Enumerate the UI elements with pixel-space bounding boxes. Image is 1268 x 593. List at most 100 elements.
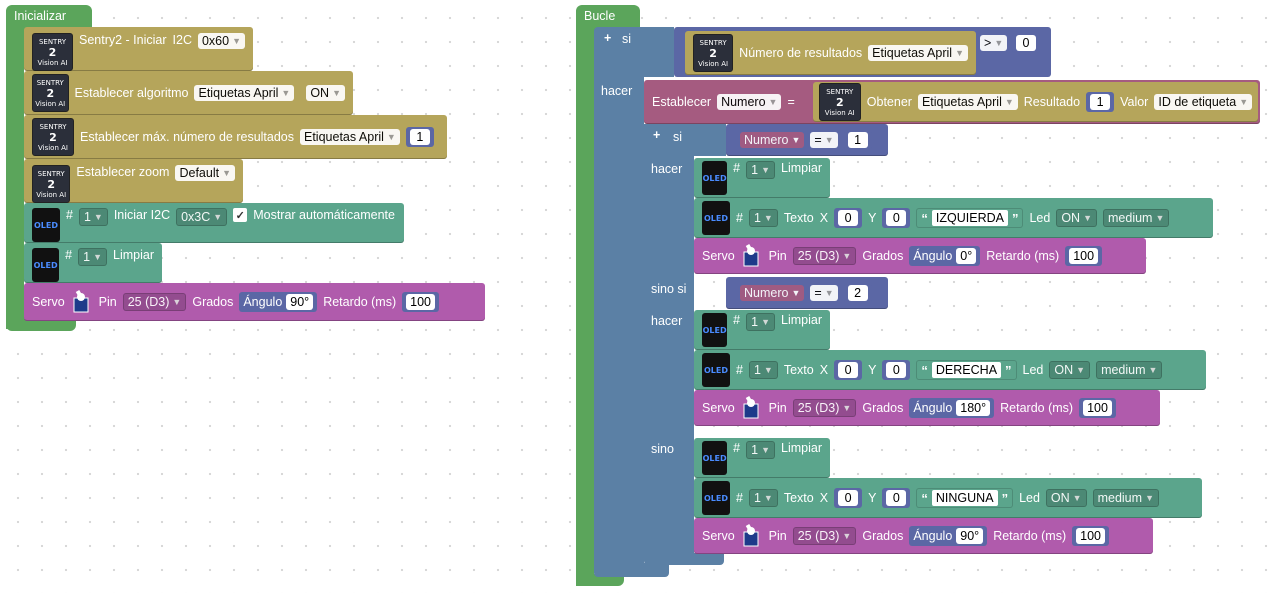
inner-operator-dropdown[interactable]: =▼	[810, 132, 838, 148]
inner-number-chip[interactable]: 1	[843, 130, 872, 150]
oled-id-dropdown[interactable]: 1▼	[78, 208, 108, 226]
oled-clear-block[interactable]: OLED # 1▼ Limpiar	[694, 438, 830, 478]
delay-value[interactable]: 100	[1076, 528, 1105, 544]
oled-id-dropdown[interactable]: 1▼	[78, 248, 107, 266]
oled-id-dropdown[interactable]: 1▼	[746, 313, 775, 331]
elseif-number-chip[interactable]: 2	[843, 283, 872, 303]
oled-clear-block[interactable]: OLED # 1▼ Limpiar	[694, 158, 830, 198]
max-results-number-chip[interactable]: 1	[405, 127, 434, 147]
pin-dropdown[interactable]: 25 (D3)▼	[122, 293, 187, 311]
text-string-block[interactable]: “DERECHA”	[916, 360, 1017, 380]
text-value[interactable]: IZQUIERDA	[931, 210, 1008, 226]
elseif-compare-value[interactable]: 2	[847, 285, 868, 301]
compare-operator-dropdown[interactable]: >▼	[980, 35, 1008, 51]
text-string-block[interactable]: “NINGUNA”	[916, 488, 1014, 508]
inner-compare-value[interactable]: 1	[847, 132, 868, 148]
angle-value[interactable]: 90°	[286, 294, 314, 310]
variable-dropdown[interactable]: Numero▼	[717, 94, 782, 110]
text-string-block[interactable]: “IZQUIERDA”	[916, 208, 1024, 228]
inner-variable-dropdown[interactable]: Numero▼	[740, 132, 805, 148]
pin-dropdown[interactable]: 25 (D3)▼	[792, 399, 857, 417]
zoom-dropdown[interactable]: Default▼	[175, 165, 235, 181]
pin-dropdown[interactable]: 25 (D3)▼	[792, 527, 857, 545]
text-value[interactable]: DERECHA	[931, 362, 1002, 378]
compare-value[interactable]: 0	[1016, 35, 1036, 51]
delay-chip[interactable]: 100	[1072, 526, 1109, 546]
size-dropdown[interactable]: medium▼	[1096, 361, 1163, 379]
oled-init-block[interactable]: OLED # 1▼ Iniciar I2C 0x3C▼ ✓ Mostrar au…	[24, 203, 404, 243]
compare-number-chip[interactable]: 0	[1012, 33, 1040, 53]
algorithm-dropdown[interactable]: Etiquetas April▼	[194, 85, 295, 101]
oled-clear-block[interactable]: OLED # 1▼ Limpiar	[24, 243, 162, 283]
pin-dropdown[interactable]: 25 (D3)▼	[792, 247, 857, 265]
angle-value[interactable]: 180°	[956, 400, 991, 416]
delay-value[interactable]: 100	[1069, 248, 1099, 264]
value-dropdown[interactable]: ID de etiqueta▼	[1154, 94, 1253, 110]
angle-value[interactable]: 90°	[956, 528, 984, 544]
max-results-algorithm-dropdown[interactable]: Etiquetas April▼	[300, 129, 400, 145]
delay-chip[interactable]: 100	[1079, 398, 1116, 418]
led-dropdown[interactable]: ON▼	[1049, 361, 1091, 379]
y-value[interactable]: 0	[886, 210, 907, 226]
oled-text-block[interactable]: OLED # 1▼ Texto X 0 Y 0 “IZQUIERDA” Led …	[694, 198, 1213, 238]
result-count-algorithm-dropdown[interactable]: Etiquetas April▼	[868, 45, 968, 61]
x-value[interactable]: 0	[838, 490, 859, 506]
delay-value[interactable]: 100	[406, 294, 435, 310]
inner-compare-block[interactable]: Numero▼ =▼ 1	[726, 124, 888, 156]
y-chip[interactable]: 0	[882, 360, 911, 380]
inner-if-plus-icon[interactable]: +	[653, 128, 661, 142]
oled-id-dropdown[interactable]: 1▼	[748, 361, 778, 379]
result-index-chip[interactable]: 1	[1086, 92, 1115, 112]
size-dropdown[interactable]: medium▼	[1092, 489, 1159, 507]
oled-id-dropdown[interactable]: 1▼	[748, 489, 778, 507]
led-dropdown[interactable]: ON▼	[1045, 489, 1087, 507]
x-value[interactable]: 0	[838, 362, 859, 378]
delay-value[interactable]: 100	[1083, 400, 1112, 416]
elseif-minus-icon[interactable]: −	[697, 279, 705, 293]
elseif-compare-block[interactable]: Numero▼ =▼ 2	[726, 277, 888, 309]
x-value[interactable]: 0	[838, 210, 859, 226]
led-dropdown[interactable]: ON▼	[1056, 209, 1097, 227]
x-chip[interactable]: 0	[834, 488, 863, 508]
elseif-operator-dropdown[interactable]: =▼	[810, 285, 838, 301]
oled-text-block[interactable]: OLED # 1▼ Texto X 0 Y 0 “NINGUNA” Led ON…	[694, 478, 1202, 518]
inner-if-block[interactable]	[644, 124, 726, 156]
get-algorithm-dropdown[interactable]: Etiquetas April▼	[917, 94, 1018, 110]
oled-addr-dropdown[interactable]: 0x3C▼	[176, 208, 228, 226]
delay-chip[interactable]: 100	[402, 292, 439, 312]
y-chip[interactable]: 0	[882, 208, 911, 228]
x-chip[interactable]: 0	[834, 208, 863, 228]
oled-id-dropdown[interactable]: 1▼	[748, 209, 778, 227]
elseif-variable-dropdown[interactable]: Numero▼	[740, 285, 805, 301]
oled-clear-block[interactable]: OLED # 1▼ Limpiar	[694, 310, 830, 350]
y-value[interactable]: 0	[886, 490, 907, 506]
delay-chip[interactable]: 100	[1065, 246, 1103, 266]
algorithm-state-dropdown[interactable]: ON▼	[306, 85, 345, 101]
oled-text-block[interactable]: OLED # 1▼ Texto X 0 Y 0 “DERECHA” Led ON…	[694, 350, 1206, 390]
x-chip[interactable]: 0	[834, 360, 863, 380]
size-dropdown[interactable]: medium▼	[1103, 209, 1170, 227]
oled-id-dropdown[interactable]: 1▼	[746, 161, 775, 179]
y-chip[interactable]: 0	[882, 488, 911, 508]
y-value[interactable]: 0	[886, 362, 907, 378]
text-value[interactable]: NINGUNA	[931, 490, 998, 506]
sentry-addr-dropdown[interactable]: 0x60▼	[197, 33, 245, 49]
outer-if-block[interactable]	[594, 27, 674, 77]
outer-if-plus-icon[interactable]: +	[604, 31, 612, 45]
oled-id-dropdown[interactable]: 1▼	[746, 441, 775, 459]
